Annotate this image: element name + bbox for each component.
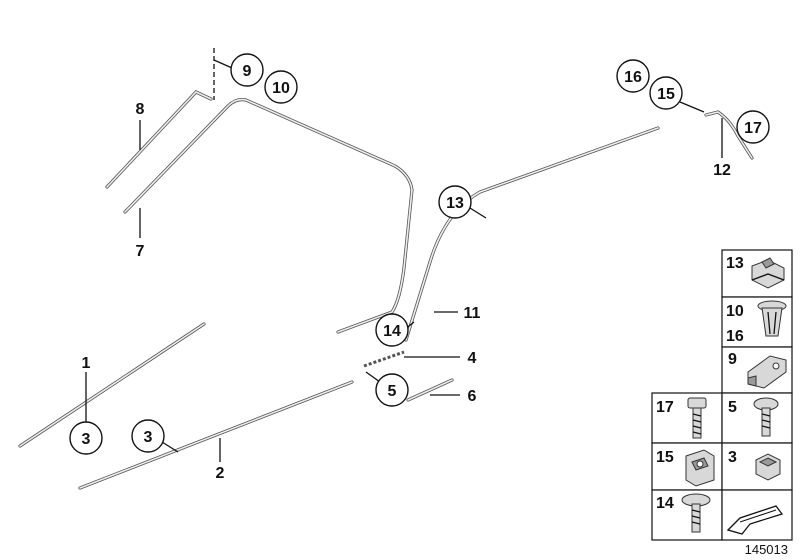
windshield-frame-trim	[123, 98, 414, 334]
screw-14-icon	[681, 493, 711, 533]
hw-cell-17	[651, 392, 723, 444]
svg-text:3: 3	[82, 431, 91, 448]
callout-3-left: 3	[69, 421, 103, 455]
svg-text:9: 9	[243, 63, 252, 80]
leader-3b	[161, 441, 179, 453]
clip-nut-15-icon	[685, 449, 715, 487]
leader-15	[679, 101, 705, 113]
svg-text:10: 10	[272, 80, 290, 97]
hw-label-13: 13	[726, 255, 744, 272]
callout-17: 17	[736, 110, 770, 144]
label-12: 12	[713, 162, 731, 179]
small-trim-4	[363, 350, 405, 368]
svg-text:13: 13	[446, 195, 464, 212]
callout-15: 15	[649, 76, 683, 110]
callout-16: 16	[616, 59, 650, 93]
screw-17-icon	[687, 397, 707, 439]
clip-13-icon	[751, 257, 785, 289]
label-6: 6	[468, 388, 477, 405]
a-pillar-outer-strip	[105, 90, 213, 189]
callout-10: 10	[264, 70, 298, 104]
label-8: 8	[136, 101, 145, 118]
hardware-table: 13 10 16 9 17 5 15 3 14	[651, 249, 793, 541]
svg-text:5: 5	[388, 383, 397, 400]
callout-3-mid: 3	[131, 419, 165, 453]
callout-14: 14	[375, 313, 409, 347]
hw-label-3: 3	[728, 449, 737, 466]
label-2: 2	[216, 465, 225, 482]
svg-text:17: 17	[744, 120, 762, 137]
hw-label-5: 5	[728, 399, 737, 416]
hw-label-9: 9	[728, 351, 737, 368]
side-strip-1	[18, 322, 206, 448]
screw-5-icon	[753, 397, 779, 437]
clip-9-icon	[747, 355, 787, 389]
side-strip-2	[78, 380, 354, 490]
direction-arrow-icon	[726, 505, 784, 535]
document-number: 145013	[745, 542, 788, 557]
callout-13: 13	[438, 185, 472, 219]
svg-text:15: 15	[657, 86, 675, 103]
svg-text:3: 3	[144, 429, 153, 446]
label-1: 1	[82, 355, 91, 372]
hw-label-17: 17	[656, 399, 674, 416]
leader-9-tick	[213, 59, 233, 69]
label-7: 7	[136, 243, 145, 260]
rear-trim-strip	[704, 110, 754, 160]
expanding-rivet-icon	[757, 300, 787, 337]
leader-5	[365, 371, 381, 383]
svg-text:14: 14	[383, 323, 401, 340]
hw-label-14: 14	[656, 495, 674, 512]
hw-label-15: 15	[656, 449, 674, 466]
callout-5: 5	[375, 373, 409, 407]
label-11: 11	[464, 305, 481, 322]
small-trim-6	[406, 378, 454, 402]
hex-nut-3-icon	[755, 453, 781, 481]
hw-label-16: 16	[726, 328, 744, 345]
label-4: 4	[468, 350, 477, 367]
roof-strip	[404, 126, 660, 342]
leader-13	[469, 207, 487, 219]
svg-text:16: 16	[624, 69, 642, 86]
callout-9: 9	[230, 53, 264, 87]
hw-label-10: 10	[726, 303, 744, 320]
